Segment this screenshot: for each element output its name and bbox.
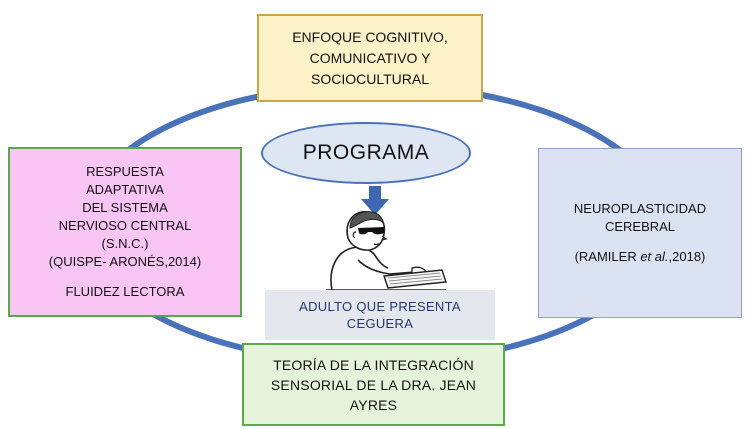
left-box-footer: FLUIDEZ LECTORA: [65, 284, 185, 299]
right-box-citation: (RAMILER et al.,2018): [575, 248, 706, 266]
left-box-line-1: RESPUESTA: [86, 164, 164, 179]
arrow-down-icon: [361, 186, 389, 215]
left-box-line-5: (S.N.C.): [101, 236, 149, 251]
adult-label-line-2: CEGUERA: [346, 316, 414, 331]
top-box-line-2: COMUNICATIVO Y: [309, 49, 431, 66]
top-box-line-1: ENFOQUE COGNITIVO,: [292, 28, 448, 45]
citation-suffix: ,2018): [668, 249, 706, 264]
right-box-line-1: NEUROPLASTICIDAD: [573, 201, 707, 216]
box-cognitive-approach: ENFOQUE COGNITIVO, COMUNICATIVO Y SOCIOC…: [257, 14, 483, 102]
left-box-line-3: DEL SISTEMA: [82, 200, 168, 215]
box-sensory-integration: TEORÍA DE LA INTEGRACIÓN SENSORIAL DE LA…: [242, 343, 505, 426]
box-neuroplasticity: NEUROPLASTICIDAD CEREBRAL (RAMILER et al…: [538, 148, 742, 318]
adult-label-line-1: ADULTO QUE PRESENTA: [299, 299, 461, 314]
program-label: PROGRAMA: [302, 141, 430, 164]
left-box-line-4: NERVIOSO CENTRAL: [58, 218, 192, 233]
left-box-line-2: ADAPTATIVA: [85, 182, 164, 197]
adult-blind-label: ADULTO QUE PRESENTA CEGUERA: [265, 290, 495, 340]
blind-reader-icon: [326, 211, 447, 291]
bottom-box-line-3: AYRES: [349, 396, 398, 413]
left-box-line-6: (QUISPE- ARONÉS,2014): [48, 254, 202, 269]
box-adaptive-response: RESPUESTA ADAPTATIVA DEL SISTEMA NERVIOS…: [8, 147, 242, 317]
right-box-line-2: CEREBRAL: [604, 219, 676, 234]
top-box-line-3: SOCIOCULTURAL: [311, 70, 429, 87]
bottom-box-line-2: SENSORIAL DE LA DRA. JEAN: [270, 376, 477, 393]
bottom-box-line-1: TEORÍA DE LA INTEGRACIÓN: [273, 356, 474, 373]
program-ellipse: PROGRAMA: [261, 122, 471, 184]
citation-prefix: (RAMILER: [574, 249, 641, 264]
citation-italic: et al.: [640, 249, 669, 264]
